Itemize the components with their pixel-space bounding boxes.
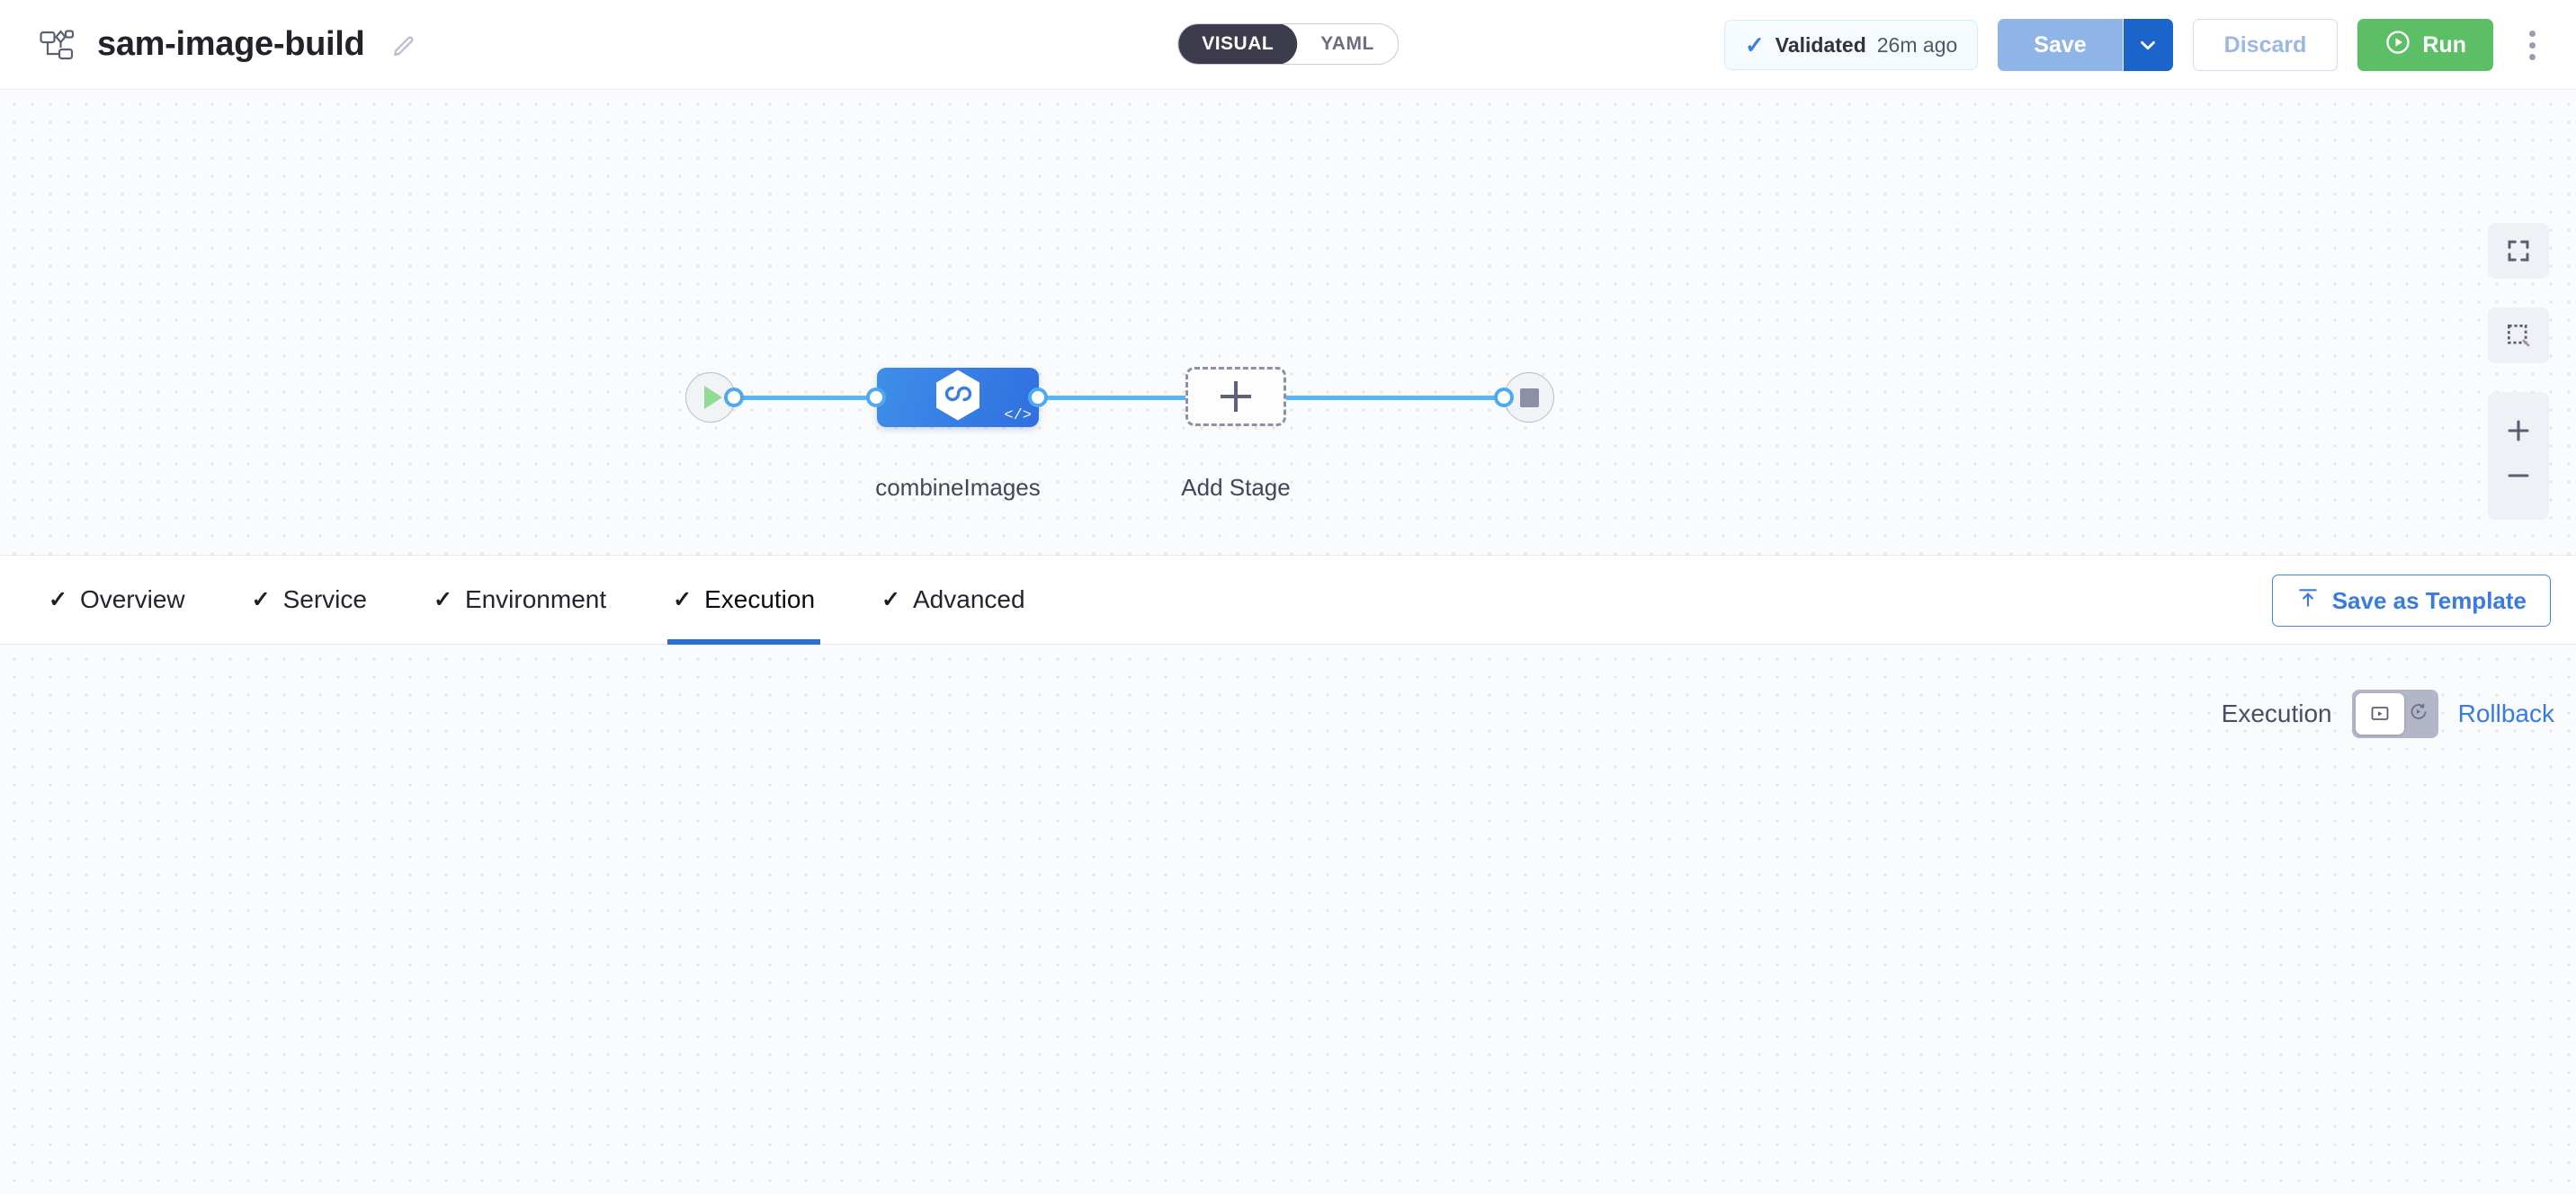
pipeline-nodes-icon — [36, 24, 77, 66]
chevron-down-icon[interactable] — [2122, 19, 2173, 71]
kebab-menu-icon[interactable] — [2513, 19, 2551, 71]
save-as-template-button[interactable]: Save as Template — [2271, 575, 2551, 627]
header-actions: ✓ Validated 26m ago Save Discard — [1723, 0, 2551, 90]
fullscreen-icon[interactable] — [2488, 223, 2549, 279]
tab-label: Service — [282, 585, 367, 613]
canvas-zoom-controls — [2488, 223, 2549, 520]
add-stage-label: Add Stage — [1181, 474, 1291, 501]
stage-canvas[interactable]: </> combineImages Add Stage — [0, 90, 2576, 555]
end-port[interactable] — [1494, 388, 1514, 407]
pipeline-end-node — [1504, 372, 1554, 423]
validated-label: Validated — [1775, 32, 1866, 57]
discard-button[interactable]: Discard — [2192, 19, 2339, 71]
stage-out-port[interactable] — [1028, 388, 1048, 407]
start-port[interactable] — [724, 388, 744, 407]
tab-overview[interactable]: ✓ Overview — [43, 555, 191, 645]
save-split-button[interactable]: Save — [1998, 19, 2173, 71]
run-label: Run — [2422, 31, 2466, 58]
zoom-in-out-group — [2488, 392, 2549, 520]
save-button[interactable]: Save — [1998, 19, 2123, 71]
link-addstage-to-end — [1286, 396, 1509, 400]
header-left: sam-image-build — [0, 24, 420, 66]
execution-rollback-toggle: Execution Rollback — [2222, 690, 2554, 738]
harness-hexagon-icon — [933, 369, 983, 427]
app-header: sam-image-build VISUAL YAML ✓ Validated … — [0, 0, 2576, 90]
link-start-to-stage — [734, 396, 874, 400]
stage-label: combineImages — [875, 474, 1041, 501]
view-mode-toggle[interactable]: VISUAL YAML — [1177, 23, 1399, 65]
execution-steps-canvas[interactable]: k8s-step-group — [0, 645, 2576, 1194]
add-stage-button[interactable] — [1185, 367, 1286, 426]
pencil-edit-icon[interactable] — [389, 30, 420, 60]
tab-advanced[interactable]: ✓ Advanced — [876, 555, 1031, 645]
link-stage-to-addstage — [1038, 396, 1186, 400]
stop-icon — [1519, 388, 1539, 407]
check-icon: ✓ — [433, 587, 452, 612]
execution-play-icon[interactable] — [2355, 693, 2404, 735]
dashed-select-icon[interactable] — [2488, 307, 2549, 363]
check-icon: ✓ — [881, 587, 900, 612]
rollback-label[interactable]: Rollback — [2457, 699, 2554, 727]
check-icon: ✓ — [251, 587, 271, 612]
tab-label: Environment — [464, 585, 607, 613]
run-button[interactable]: Run — [2357, 19, 2493, 71]
rollback-icon[interactable] — [2408, 701, 2429, 727]
status-badge: ✓ Validated 26m ago — [1723, 20, 1979, 70]
play-icon — [703, 386, 722, 409]
execution-mode-switch[interactable] — [2351, 690, 2438, 738]
tab-service[interactable]: ✓ Service — [246, 555, 372, 645]
template-upload-icon — [2296, 586, 2320, 616]
tab-list: ✓ Overview ✓ Service ✓ Environment ✓ Exe… — [0, 555, 1031, 645]
stage-code-badge[interactable]: </> — [1004, 407, 1032, 424]
play-circle-icon — [2384, 29, 2411, 62]
stage-config-tabs: ✓ Overview ✓ Service ✓ Environment ✓ Exe… — [0, 555, 2576, 645]
save-as-template-label: Save as Template — [2331, 586, 2527, 614]
tab-environment[interactable]: ✓ Environment — [428, 555, 612, 645]
stage-node-combineimages[interactable]: </> — [877, 368, 1039, 427]
zoom-out[interactable] — [2503, 453, 2534, 498]
tab-label: Execution — [704, 585, 816, 613]
check-icon: ✓ — [49, 587, 67, 612]
tab-execution[interactable]: ✓ Execution — [667, 555, 820, 645]
check-icon: ✓ — [1744, 31, 1765, 58]
tab-visual[interactable]: VISUAL — [1178, 24, 1298, 64]
tab-label: Advanced — [913, 585, 1025, 613]
tab-yaml[interactable]: YAML — [1320, 33, 1374, 54]
check-icon: ✓ — [673, 587, 693, 612]
tab-label: Overview — [79, 585, 185, 613]
stage-in-port[interactable] — [866, 388, 886, 407]
zoom-in[interactable] — [2503, 408, 2534, 453]
page-title: sam-image-build — [97, 25, 365, 63]
validated-timestamp: 26m ago — [1876, 32, 1958, 57]
execution-label: Execution — [2221, 699, 2332, 727]
